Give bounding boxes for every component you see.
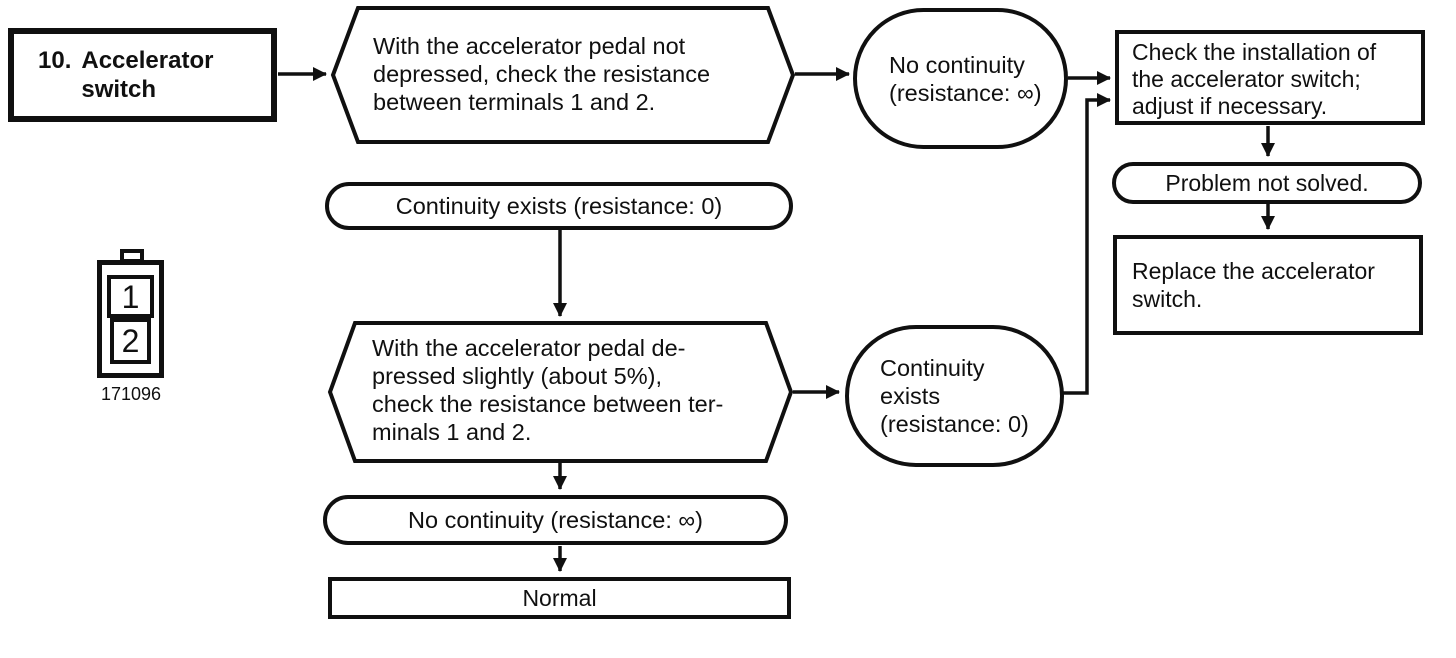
connector-diagram-icon: 1 2 171096 xyxy=(95,247,177,409)
hexagon-test-pedal-depressed xyxy=(327,321,794,463)
test2-instruction-text: With the accelerator pedal de- pressed s… xyxy=(372,335,724,445)
pill-continuity-exists: Continuity exists (resistance: 0) xyxy=(325,182,793,230)
result-oval-no-continuity: No continuity (resistance: ∞) xyxy=(853,8,1068,149)
result-oval-continuity-exists: Continuity exists (resistance: 0) xyxy=(845,325,1064,467)
step-title-box: 10. Accelerator switch xyxy=(8,28,277,122)
part-number-label: 171096 xyxy=(100,384,162,404)
problem-not-solved-text: Problem not solved. xyxy=(1165,170,1369,196)
result-continuity-exists-text: Continuity exists (resistance: 0) xyxy=(880,355,1029,437)
terminal-1-label: 1 xyxy=(121,278,140,315)
normal-result-box: Normal xyxy=(328,577,791,619)
step-number: 10. xyxy=(38,47,72,74)
pill-problem-not-solved: Problem not solved. xyxy=(1112,162,1422,204)
flow-arrow-continuity-oval-to-check-box xyxy=(1063,93,1111,395)
hexagon-test-pedal-released xyxy=(330,6,796,144)
terminal-1-cell: 1 xyxy=(107,275,154,318)
action-check-installation-box: Check the installation of the accelerato… xyxy=(1115,30,1425,125)
terminal-2-label: 2 xyxy=(121,323,140,359)
normal-result-text: Normal xyxy=(522,585,597,611)
pill-continuity-exists-text: Continuity exists (resistance: 0) xyxy=(395,193,723,219)
action-replace-switch-box: Replace the accelerator switch. xyxy=(1113,235,1423,335)
result-no-continuity-text: No continuity (resistance: ∞) xyxy=(889,51,1042,106)
pill-no-continuity: No continuity (resistance: ∞) xyxy=(323,495,788,545)
pill-no-continuity-text: No continuity (resistance: ∞) xyxy=(408,507,703,533)
step-title-label: Accelerator switch xyxy=(81,47,214,103)
test1-instruction-text: With the accelerator pedal not depressed… xyxy=(373,33,711,115)
terminal-2-cell: 2 xyxy=(110,318,151,364)
